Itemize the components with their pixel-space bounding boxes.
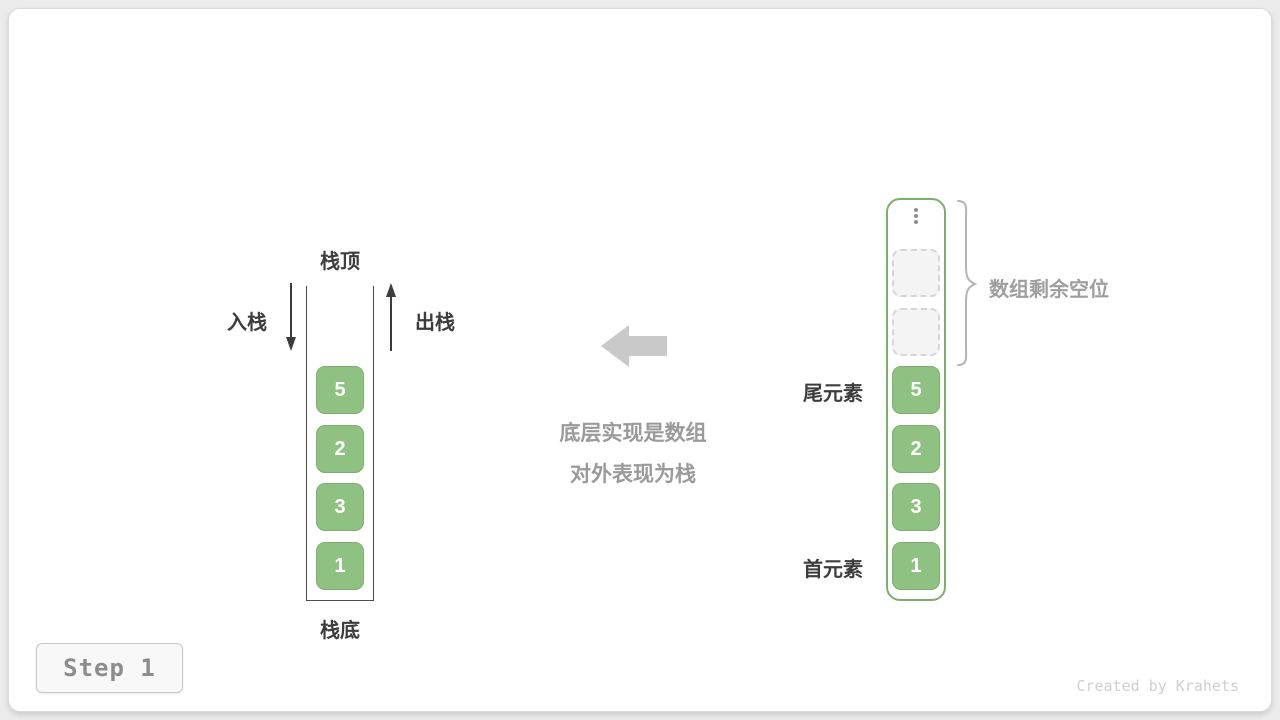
push-label: 入栈 bbox=[227, 312, 267, 334]
ellipsis-icon bbox=[914, 206, 918, 226]
array-cell: 1 bbox=[892, 542, 940, 590]
array-empty-slot bbox=[892, 308, 940, 356]
center-caption: 底层实现是数组 对外表现为栈 bbox=[491, 413, 775, 495]
caption-line1: 底层实现是数组 bbox=[559, 422, 707, 445]
diagram-card: 栈顶 入栈 出栈 5 2 3 1 栈底 底层实现是数组 对外表现为栈 5 2 3… bbox=[8, 8, 1272, 712]
stack-cell: 5 bbox=[316, 366, 364, 414]
stack-bottom-label: 栈底 bbox=[320, 620, 360, 642]
stack-top-label: 栈顶 bbox=[320, 251, 360, 273]
remaining-slots-label: 数组剩余空位 bbox=[989, 279, 1109, 301]
left-block-arrow-icon bbox=[601, 325, 667, 367]
tail-element-label: 尾元素 bbox=[803, 383, 863, 405]
stack-cell: 1 bbox=[316, 542, 364, 590]
pop-label: 出栈 bbox=[415, 312, 455, 334]
stack-cell: 2 bbox=[316, 425, 364, 473]
array-empty-slot bbox=[892, 249, 940, 297]
step-button[interactable]: Step 1 bbox=[36, 643, 183, 693]
array-cell: 2 bbox=[892, 425, 940, 473]
credit-text: Created by Krahets bbox=[1076, 677, 1239, 695]
push-down-arrow-icon bbox=[286, 283, 296, 351]
stack-cell: 3 bbox=[316, 483, 364, 531]
curly-brace-icon bbox=[957, 200, 977, 366]
array-cell: 5 bbox=[892, 366, 940, 414]
pop-up-arrow-icon bbox=[386, 283, 396, 351]
caption-line2: 对外表现为栈 bbox=[570, 463, 696, 486]
array-cell: 3 bbox=[892, 483, 940, 531]
head-element-label: 首元素 bbox=[803, 559, 863, 581]
